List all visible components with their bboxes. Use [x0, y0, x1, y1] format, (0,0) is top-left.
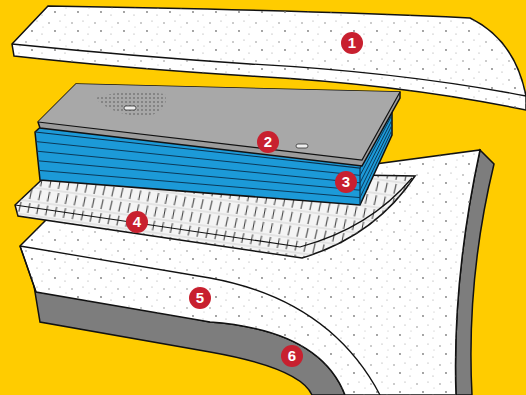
callout-circles — [126, 32, 363, 367]
callout-number: 5 — [189, 287, 211, 309]
callout-number: 2 — [257, 131, 279, 153]
callout-number: 1 — [341, 32, 363, 54]
callout-number: 3 — [335, 171, 357, 193]
top-foam-layer — [12, 6, 526, 110]
grey-sheet — [38, 84, 400, 166]
callout-number: 4 — [126, 211, 148, 233]
callout-number: 6 — [281, 345, 303, 367]
